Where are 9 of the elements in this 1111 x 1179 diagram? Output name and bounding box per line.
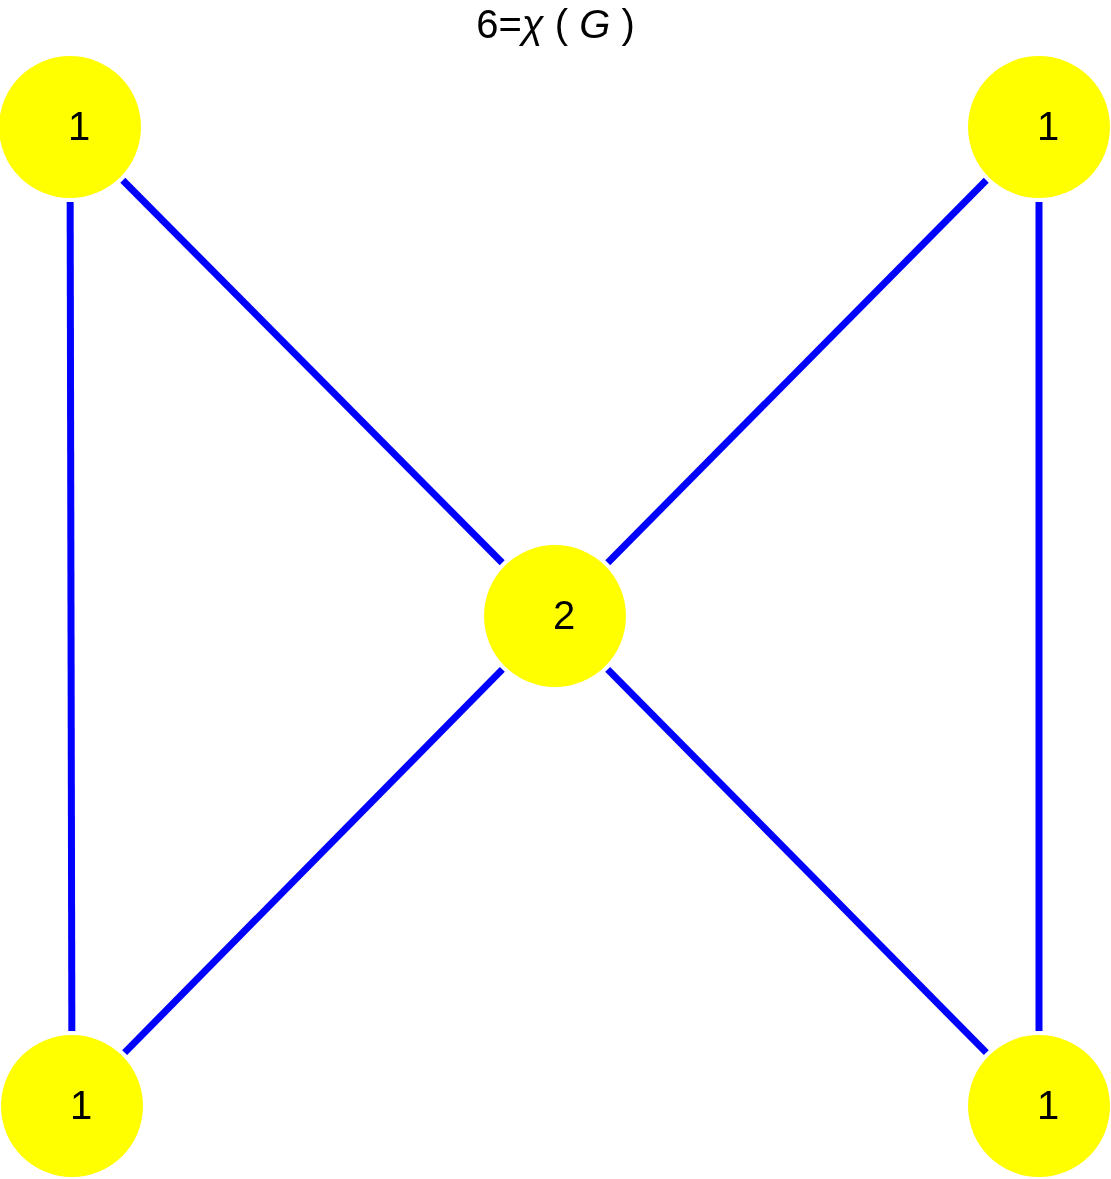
vertex-label: 1: [1036, 103, 1060, 149]
vertex-label: 2: [552, 592, 576, 638]
title: 6=χ ( G ): [476, 2, 635, 47]
vertex-label: 1: [1036, 1082, 1060, 1128]
graph-edge: [605, 177, 989, 566]
vertex-label: 1: [67, 103, 91, 149]
graph-edge: [605, 666, 989, 1056]
graph-edge: [120, 177, 505, 566]
vertex-label: 1: [69, 1082, 93, 1128]
